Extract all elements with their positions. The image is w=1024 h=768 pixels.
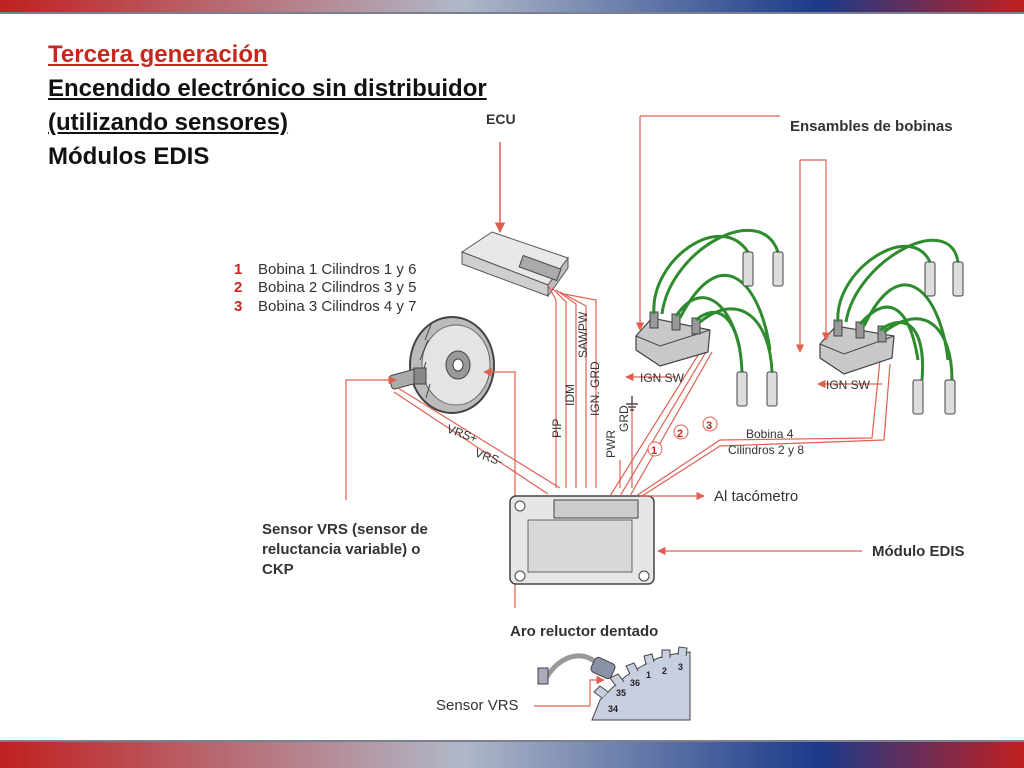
inset-sensor-label: Sensor VRS <box>436 697 519 714</box>
circle-markers: 1 2 3 <box>647 416 718 457</box>
reluctor-ring-inset: 34 35 36 1 2 3 <box>591 646 691 721</box>
ecu-box <box>460 231 569 298</box>
circle-num-1: 1 <box>651 445 657 457</box>
circle-num-2: 2 <box>677 428 683 440</box>
coil-wires <box>609 351 891 497</box>
coil-callout-1 <box>640 115 780 330</box>
ecu-edis-wires <box>547 284 597 488</box>
top-decor-bar <box>0 0 1024 12</box>
inset-sensor-arrow <box>589 675 605 706</box>
pwr-grd-wires <box>619 404 633 488</box>
bobina4-line2: Cilindros 2 y 8 <box>728 443 804 457</box>
ign-sw-label-2: IGN SW <box>826 378 871 392</box>
spark-plugs-1 <box>736 251 784 407</box>
circle-num-3: 3 <box>706 420 712 432</box>
bobina4-line1: Bobina 4 <box>746 427 794 441</box>
legend-num-2: 2 <box>234 279 242 296</box>
ecu-label: ECU <box>486 111 516 127</box>
ground-symbol <box>626 396 638 411</box>
plug-wires-2 <box>836 238 960 381</box>
ensambles-label: Ensambles de bobinas <box>790 118 953 135</box>
ign-sw-label-1: IGN SW <box>640 371 685 385</box>
modulo-label: Módulo EDIS <box>872 543 965 560</box>
tacometro-label: Al tacómetro <box>714 488 798 505</box>
tooth-34: 34 <box>608 704 618 714</box>
tooth-3: 3 <box>678 662 683 672</box>
wire-label-grd: GRD <box>617 405 631 432</box>
plug-wires-1 <box>652 228 780 373</box>
crank-pulley <box>409 316 495 414</box>
vrs-wires <box>393 387 561 495</box>
legend-text-3: Bobina 3 Cilindros 4 y 7 <box>258 298 416 315</box>
wire-label-pip: PIP <box>550 419 564 438</box>
wire-label-pwr: PWR <box>604 430 618 458</box>
aro-label: Aro reluctor dentado <box>510 623 658 640</box>
sensor-label-line2: reluctancia variable) o <box>262 541 420 558</box>
slide-title: Tercera generación Encendido electrónico… <box>48 38 487 174</box>
sensor-callout-arrow <box>345 375 397 500</box>
wire-label-sawpw: SAWPW <box>576 311 590 358</box>
coil-callout-2b <box>800 159 831 341</box>
title-line-3: (utilizando sensores) <box>48 109 289 136</box>
top-decor-line <box>0 12 1024 14</box>
legend-text-2: Bobina 2 Cilindros 3 y 5 <box>258 279 416 296</box>
legend-text-1: Bobina 1 Cilindros 1 y 6 <box>258 261 416 278</box>
coil-pack-2 <box>819 319 895 375</box>
legend-num-3: 3 <box>234 298 242 315</box>
wire-label-idm: IDM <box>563 384 577 406</box>
coil-legend: 1 Bobina 1 Cilindros 1 y 6 2 Bobina 2 Ci… <box>234 261 416 315</box>
title-line-1: Tercera generación <box>48 41 268 68</box>
inset-vrs-sensor <box>537 653 616 685</box>
tooth-35: 35 <box>616 688 626 698</box>
sensor-label-line3: CKP <box>262 561 294 578</box>
tooth-1: 1 <box>646 670 651 680</box>
tooth-2: 2 <box>662 666 667 676</box>
tooth-36: 36 <box>630 678 640 688</box>
sensor-label-line1: Sensor VRS (sensor de <box>262 521 428 538</box>
edis-module <box>509 495 655 585</box>
vrs-sensor-body <box>388 367 427 390</box>
title-line-4: Módulos EDIS <box>48 143 210 170</box>
legend-num-1: 1 <box>234 261 242 278</box>
spark-plugs-2 <box>912 261 964 415</box>
vrs-minus-label: VRS- <box>473 446 505 469</box>
bottom-decor-bar <box>0 742 1024 768</box>
bottom-decor-line <box>0 740 1024 742</box>
vrs-plus-label: VRS+ <box>445 422 480 446</box>
title-line-2: Encendido electrónico sin distribuidor <box>48 75 487 102</box>
coil-pack-1 <box>635 311 711 367</box>
wire-label-ign-grd: IGN. GRD <box>588 361 602 416</box>
